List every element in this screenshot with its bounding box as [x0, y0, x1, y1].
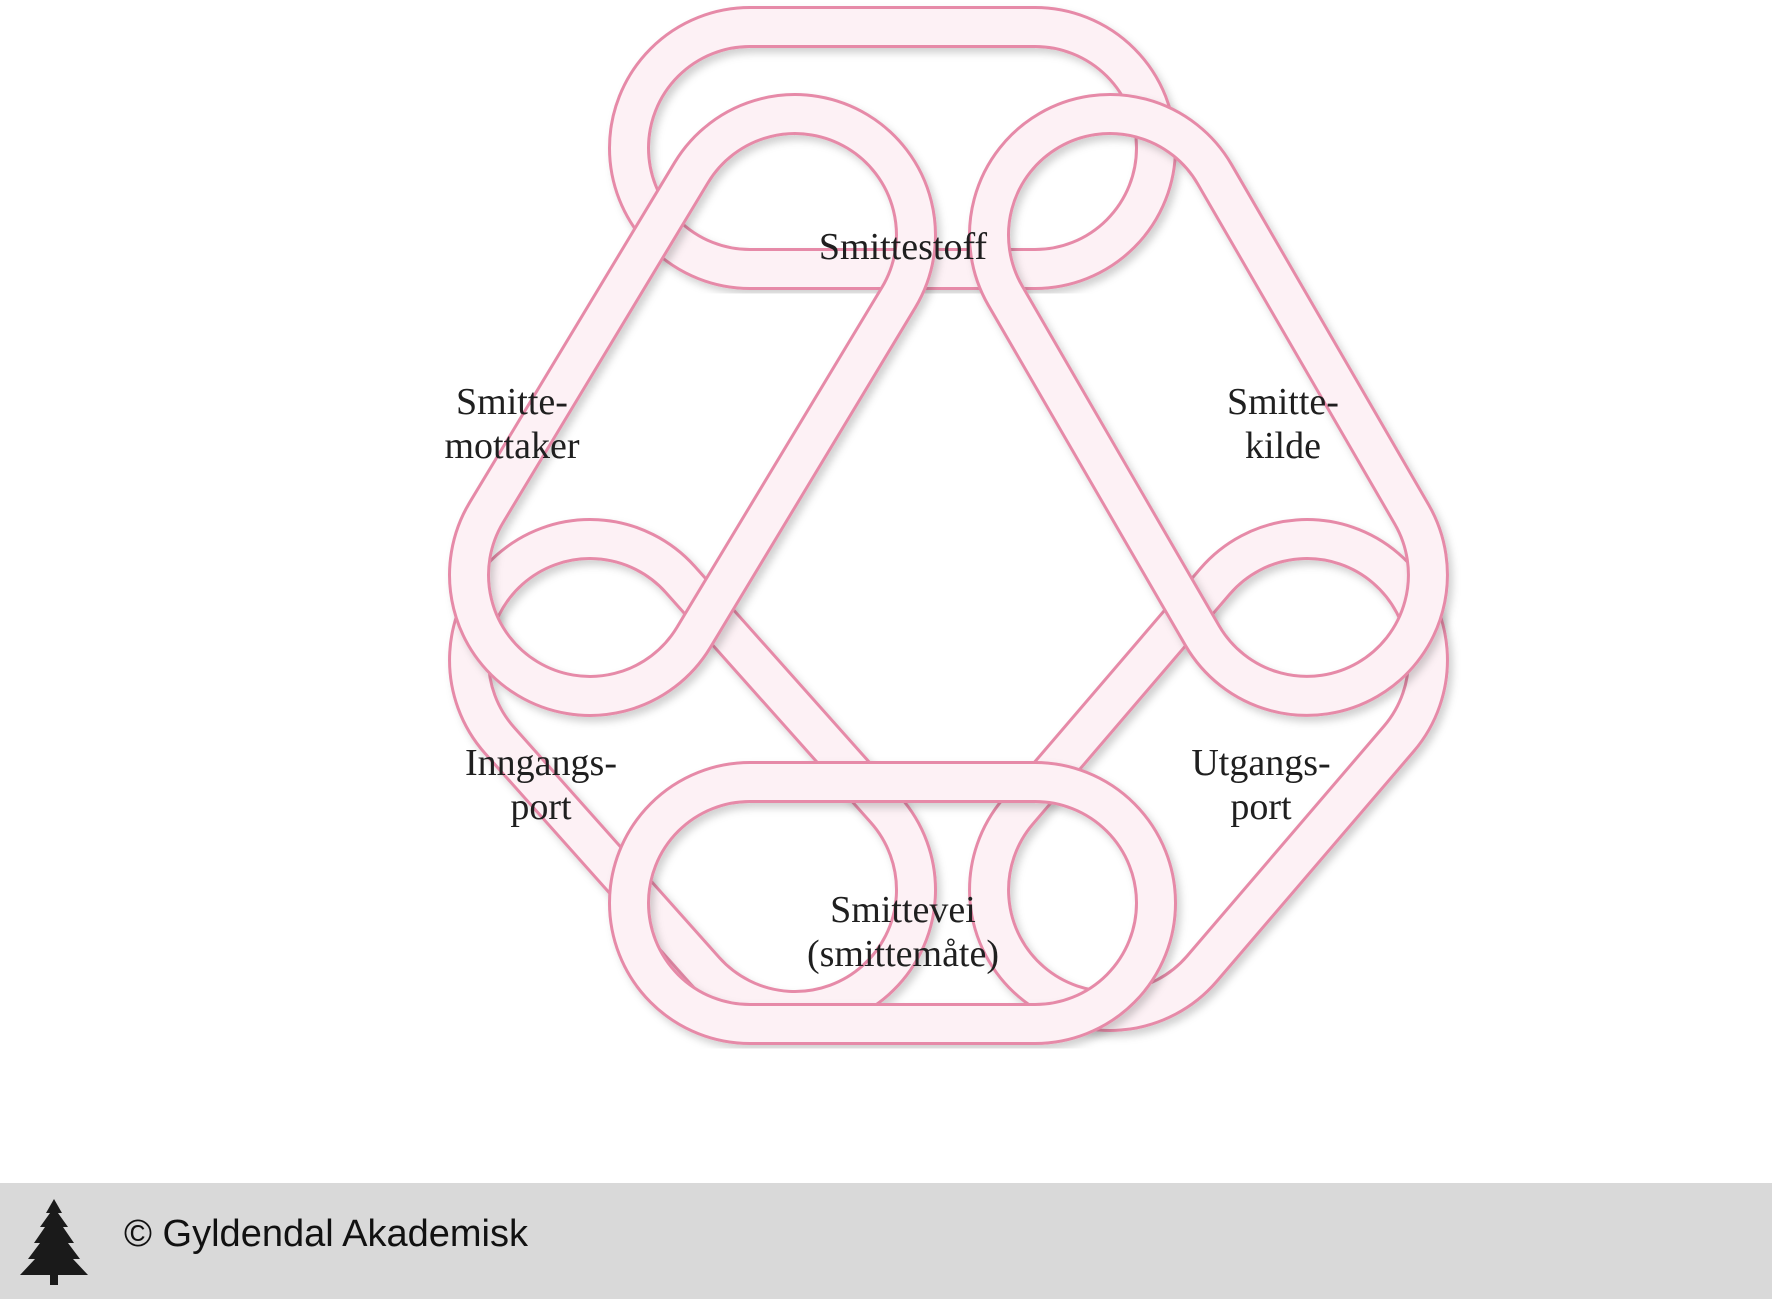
label-smittestoff-line-1: Smittestoff: [819, 226, 988, 268]
ring-band: [451, 96, 934, 714]
chain-labels: SmittestoffSmitte-kildeUtgangs-portSmitt…: [444, 226, 1338, 975]
label-utgangsport-line-2: port: [1230, 786, 1292, 828]
label-smittekilde-line-1: Smitte-: [1227, 381, 1339, 423]
label-inngangsport-line-2: port: [510, 786, 572, 828]
label-utgangsport-line-1: Utgangs-: [1191, 742, 1330, 784]
ring-smittemottaker: [448, 93, 937, 717]
ring-smittevei: [608, 761, 1177, 1045]
label-smittevei-line-1: Smittevei: [830, 889, 976, 931]
footer: © Gyldendal Akademisk: [0, 1183, 1772, 1299]
label-smittekilde-line-2: kilde: [1245, 425, 1321, 467]
label-smittemottaker-line-1: Smitte-: [456, 381, 568, 423]
chain-rings: [448, 5, 1449, 1045]
tree-icon: [20, 1199, 88, 1285]
ring-band: [971, 96, 1446, 714]
ring-band: [611, 764, 1174, 1042]
label-smittevei-line-2: (smittemåte): [807, 933, 999, 975]
copyright-text: © Gyldendal Akademisk: [124, 1213, 528, 1255]
label-inngangsport-line-1: Inngangs-: [465, 742, 617, 784]
label-smittemottaker-line-2: mottaker: [444, 425, 579, 467]
ring-smittekilde: [968, 93, 1449, 717]
